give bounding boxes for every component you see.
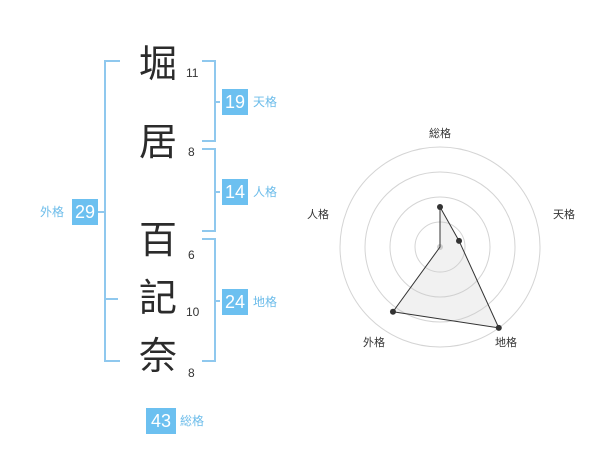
radar-point-1 bbox=[437, 204, 443, 210]
chikaku-value: 24 bbox=[222, 289, 248, 315]
stroke-count-4: 10 bbox=[186, 305, 200, 319]
radar-value-polygon bbox=[392, 205, 500, 329]
name-char-2: 居 bbox=[138, 120, 177, 164]
radar-point-4 bbox=[389, 308, 396, 315]
jinkaku-bracket bbox=[202, 148, 216, 232]
name-char-4: 記 bbox=[138, 276, 177, 320]
radar-axis-label-2: 天格 bbox=[553, 207, 575, 221]
chikaku-connector bbox=[214, 300, 220, 302]
radar-axis-label-5: 人格 bbox=[307, 207, 329, 221]
jinkaku-connector bbox=[214, 191, 220, 193]
gaikaku-value: 29 bbox=[72, 199, 98, 225]
stroke-count-3: 6 bbox=[188, 248, 195, 262]
name-char-3: 百 bbox=[138, 218, 177, 262]
name-char-5: 奈 bbox=[138, 334, 177, 378]
stroke-count-5: 8 bbox=[188, 366, 195, 380]
gaikaku-label: 外格 bbox=[40, 205, 65, 219]
chikaku-label: 地格 bbox=[253, 295, 278, 309]
radar-point-2 bbox=[456, 237, 463, 244]
radar-ring-4 bbox=[339, 146, 541, 348]
radar-ring-3 bbox=[364, 171, 516, 323]
name-char-1: 堀 bbox=[138, 42, 177, 86]
radar-axis-label-1: 総格 bbox=[429, 126, 451, 140]
soukaku-value: 43 bbox=[146, 408, 176, 434]
jinkaku-value: 14 bbox=[222, 179, 248, 205]
jinkaku-label: 人格 bbox=[253, 185, 278, 199]
radar-axis-label-3: 地格 bbox=[495, 335, 517, 349]
stroke-count-2: 8 bbox=[188, 145, 195, 159]
radar-axis-label-4: 外格 bbox=[363, 335, 385, 349]
gaikaku-connector bbox=[98, 211, 106, 213]
radar-ring-2 bbox=[389, 196, 491, 298]
tenkaku-value: 19 bbox=[222, 89, 248, 115]
stroke-count-1: 11 bbox=[186, 66, 199, 80]
gaikaku-bracket bbox=[104, 60, 120, 362]
radar-point-3 bbox=[495, 324, 502, 331]
tenkaku-label: 天格 bbox=[253, 95, 278, 109]
soukaku-label: 総格 bbox=[180, 414, 205, 428]
tenkaku-connector bbox=[214, 101, 220, 103]
gaikaku-bracket-mid-tick bbox=[104, 298, 118, 300]
